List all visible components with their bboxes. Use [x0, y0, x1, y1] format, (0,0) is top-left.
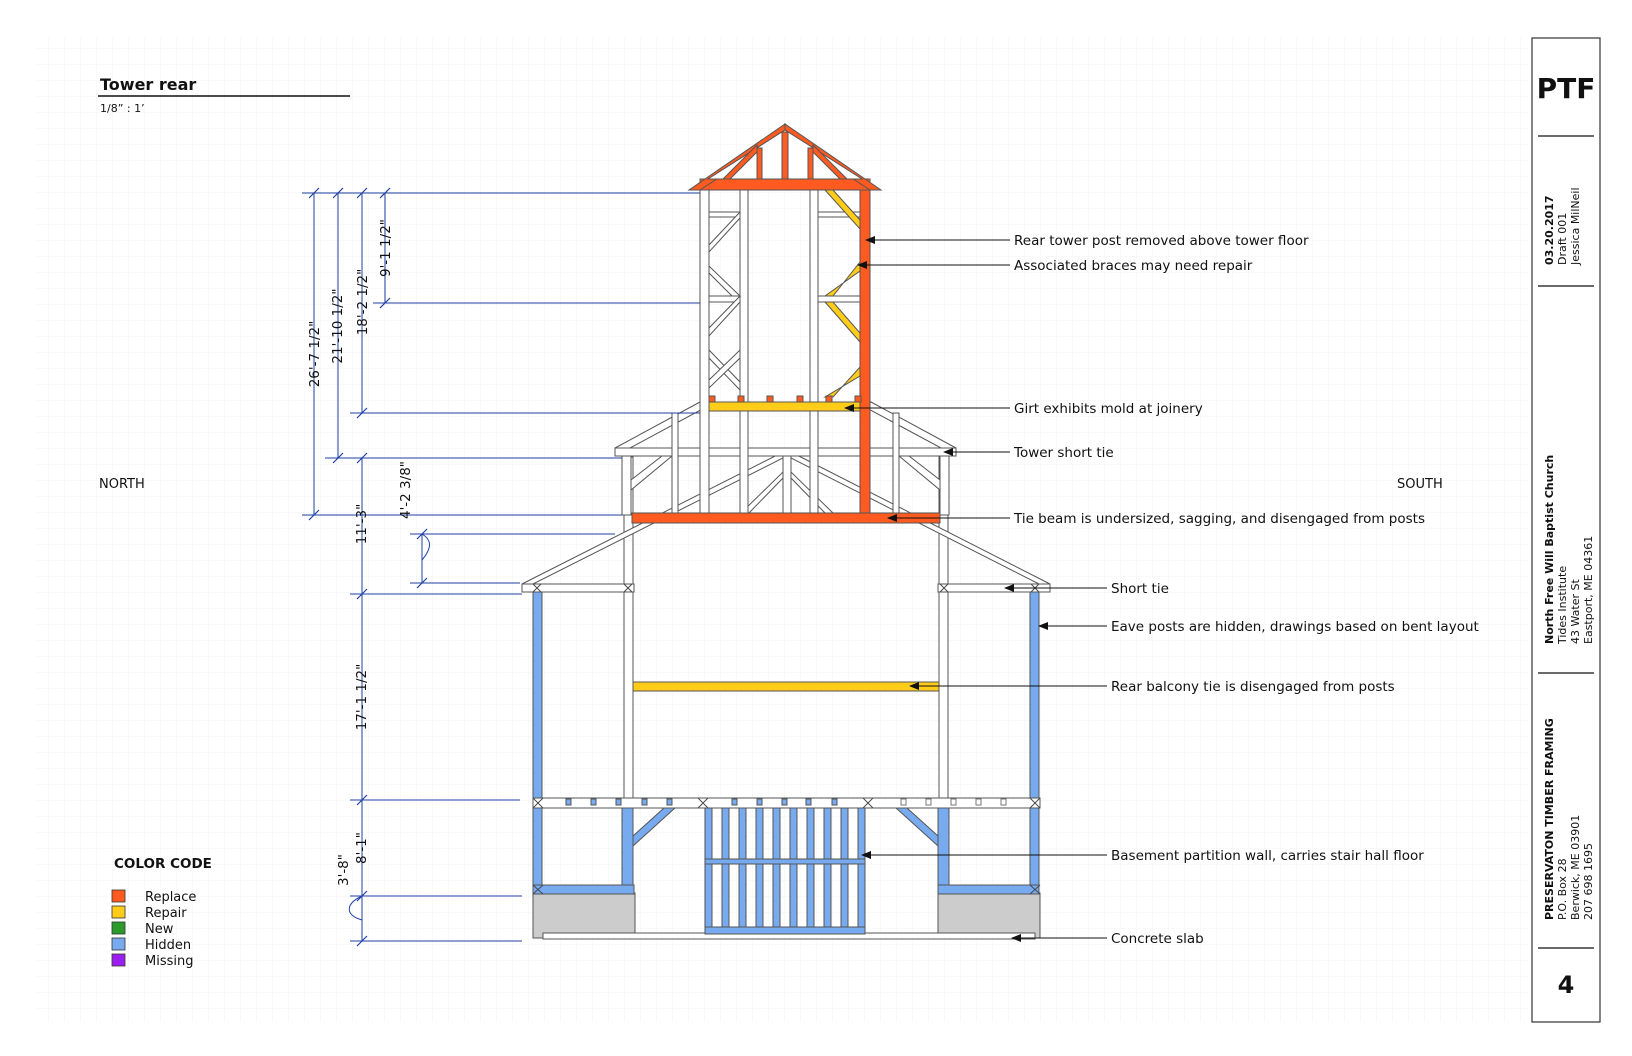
girt-joinery-marks — [708, 395, 862, 403]
color-legend: COLOR CODE Replace Repair New Hidden Mis… — [111, 856, 212, 969]
basement-post-south — [937, 807, 950, 894]
callout-rear-tower-post: Rear tower post removed above tower floo… — [1014, 233, 1309, 249]
dimension-lines — [302, 187, 700, 947]
firm-logo: PTF — [1537, 72, 1596, 105]
client-name: Tides Institute — [1556, 566, 1569, 645]
tower-post-inner-s — [809, 189, 819, 514]
concrete-footing-north — [532, 892, 636, 939]
floor-joist-ends — [565, 798, 838, 806]
legend-swatch-hidden — [111, 937, 126, 951]
tower-post-inner-n — [739, 189, 749, 514]
tower-girt — [708, 401, 861, 412]
sheet-number: 4 — [1558, 971, 1575, 999]
tower-braces-south — [823, 189, 861, 398]
sheet-draft: Draft 001 — [1556, 213, 1569, 265]
concrete-footing-south — [937, 892, 1041, 939]
frame-elevation — [521, 123, 1051, 940]
client-address-1: 43 Water St — [1569, 579, 1582, 644]
callout-leaders — [844, 236, 1107, 942]
legend-label-missing: Missing — [145, 954, 193, 969]
sheet-author: Jessica MilNeil — [1569, 187, 1582, 266]
drawing-title: Tower rear — [100, 75, 196, 94]
callout-labels: Rear tower post removed above tower floo… — [1013, 233, 1479, 947]
tower-base-post-north — [621, 454, 632, 516]
dim-tie-to-eave: 11'-3" — [354, 504, 370, 545]
dim-to-girt: 18'-2 1/2" — [355, 269, 371, 336]
legend-title: COLOR CODE — [114, 856, 212, 872]
tower-base-post-south — [939, 454, 950, 516]
sheet-date: 03.20.2017 — [1543, 195, 1556, 265]
dim-to-short-tie: 21'-10 1/2" — [330, 288, 346, 363]
dim-girt-to-plate: 9'-1 1/2" — [378, 219, 394, 277]
callout-balcony-tie: Rear balcony tie is disengaged from post… — [1111, 679, 1395, 695]
drawing-scale: 1/8” : 1’ — [100, 102, 145, 115]
callout-tower-short-tie: Tower short tie — [1013, 445, 1114, 461]
north-label: NORTH — [99, 477, 145, 492]
firm-address-2: Berwick, ME 03901 — [1569, 815, 1582, 920]
basement-post-north — [621, 807, 634, 894]
dimension-labels: 26'-7 1/2" 21'-10 1/2" 18'-2 1/2" 9'-1 1… — [307, 219, 414, 886]
tower-plate — [699, 178, 871, 191]
rear-balcony-tie — [632, 681, 940, 692]
king-post — [782, 451, 792, 515]
dim-slab-offset: 3'-8" — [336, 854, 352, 886]
grid-background — [37, 37, 1529, 1022]
tower-braces-north — [708, 210, 742, 392]
legend-swatch-missing — [111, 953, 126, 967]
legend-label-repair: Repair — [145, 906, 187, 921]
project-name: North Free Will Baptist Church — [1543, 455, 1556, 644]
floor-joist-marks — [900, 798, 1007, 806]
dim-tower-overall: 26'-7 1/2" — [307, 321, 323, 388]
eave-post-north — [532, 588, 543, 894]
eave-post-south — [1029, 588, 1040, 894]
legend-swatch-replace — [111, 889, 126, 903]
basement-sill-north — [532, 884, 635, 895]
callout-short-tie: Short tie — [1111, 581, 1169, 597]
callout-associated-braces: Associated braces may need repair — [1014, 258, 1253, 274]
firm-address-1: P.O. Box 28 — [1556, 858, 1569, 920]
basement-sill-south — [937, 884, 1040, 895]
dim-eave-height: 17'-1 1/2" — [354, 664, 370, 731]
callout-partition-wall: Basement partition wall, carries stair h… — [1111, 848, 1424, 864]
legend-swatch-repair — [111, 905, 126, 919]
tower-base-stud-s — [892, 412, 900, 516]
legend-label-replace: Replace — [145, 890, 196, 905]
tower-post-north — [699, 189, 710, 514]
legend-swatch-new — [111, 921, 126, 935]
title-block: PTF 03.20.2017 Draft 001 Jessica MilNeil… — [1531, 37, 1601, 1023]
south-label: SOUTH — [1397, 477, 1443, 492]
tower-short-tie — [614, 447, 957, 457]
callout-eave-posts: Eave posts are hidden, drawings based on… — [1111, 619, 1479, 635]
callout-tie-beam: Tie beam is undersized, sagging, and dis… — [1013, 511, 1425, 527]
legend-label-new: New — [145, 922, 174, 937]
callout-concrete-slab: Concrete slab — [1111, 931, 1204, 947]
tower-base-stud-n — [671, 412, 679, 516]
girder-x-marks — [532, 797, 1041, 895]
callout-girt-mold: Girt exhibits mold at joinery — [1014, 401, 1203, 417]
legend-label-hidden: Hidden — [145, 938, 191, 953]
dim-tie-offset: 4'-2 3/8" — [398, 461, 414, 519]
firm-phone: 207 698 1695 — [1582, 843, 1595, 920]
firm-name: PRESERVATON TIMBER FRAMING — [1543, 718, 1556, 920]
client-address-2: Eastport, ME 04361 — [1582, 536, 1595, 644]
dim-basement-height: 8'-1" — [354, 832, 370, 864]
short-tie-north — [521, 583, 635, 593]
tower-post-rear-south — [859, 189, 871, 514]
